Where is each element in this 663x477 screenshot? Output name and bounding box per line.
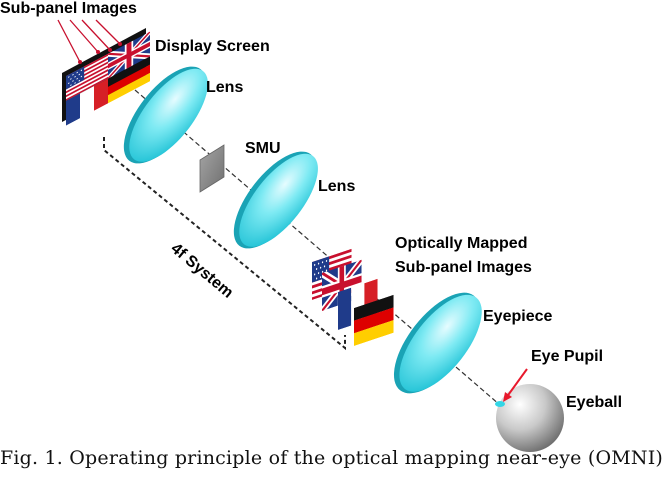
figure-caption: Fig. 1. Operating principle of the optic… (0, 447, 663, 469)
four-f-bracket (103, 137, 346, 351)
sub-panel-pointers (57, 19, 121, 63)
eye-pupil (495, 401, 505, 407)
label-optically-mapped-1: Optically Mapped (395, 235, 527, 252)
label-eye-pupil: Eye Pupil (531, 348, 603, 365)
label-sub-panel-images: Sub-panel Images (0, 0, 137, 17)
eyepiece-lens (393, 292, 482, 394)
label-eyeball: Eyeball (566, 394, 622, 411)
optical-diagram: Sub-panel Images Display Screen Lens SMU… (0, 0, 622, 452)
label-smu: SMU (245, 140, 281, 157)
label-eyepiece: Eyepiece (483, 308, 552, 325)
label-optically-mapped-2: Sub-panel Images (395, 259, 532, 276)
lens-1 (123, 66, 208, 164)
lens-2 (233, 151, 318, 249)
label-lens-1: Lens (206, 79, 243, 96)
mapped-flags (312, 248, 394, 346)
smu-block (199, 144, 225, 193)
display-screen (62, 28, 150, 126)
label-display-screen: Display Screen (155, 38, 270, 55)
pupil-arrow (503, 368, 528, 402)
eyeball (496, 384, 564, 452)
label-lens-2: Lens (318, 178, 355, 195)
